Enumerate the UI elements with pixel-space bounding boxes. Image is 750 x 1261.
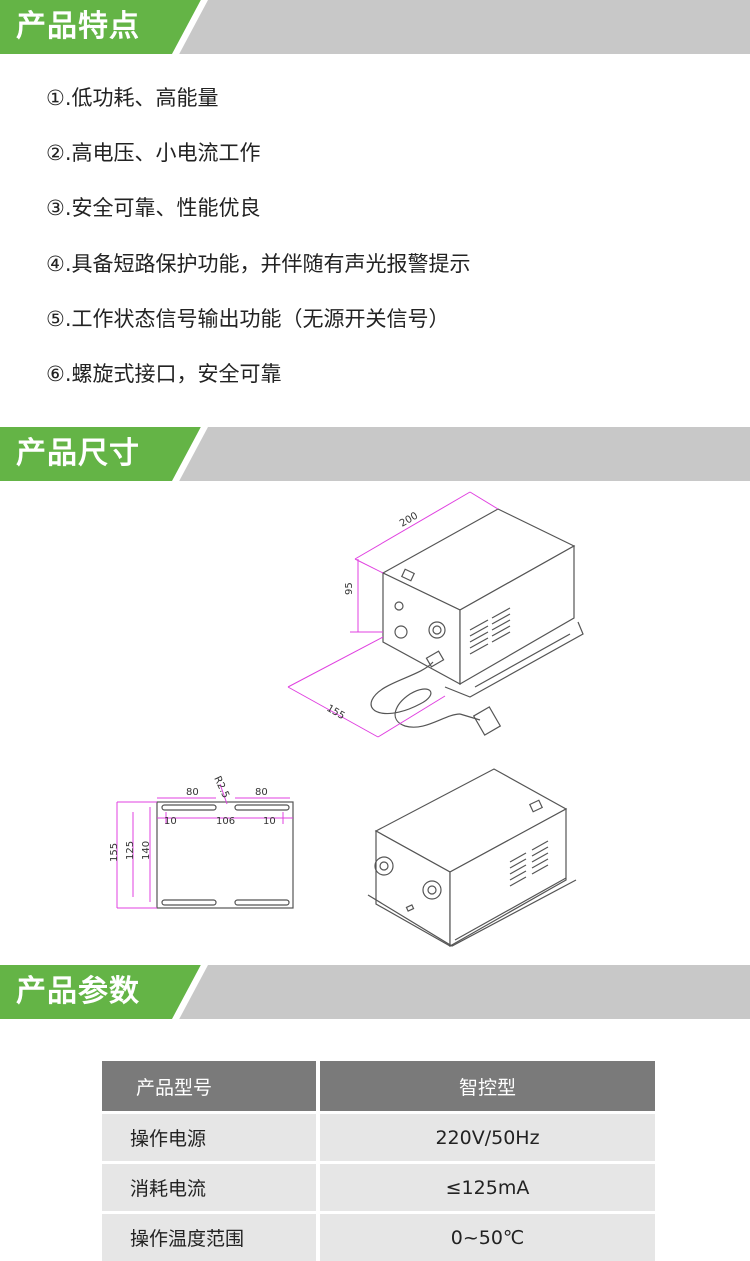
table-cell-label: 操作电源 bbox=[102, 1111, 320, 1161]
table-cell-value: ≤125mA bbox=[320, 1161, 655, 1211]
dim-width-label: 155 bbox=[325, 703, 347, 722]
dim-length-label: 200 bbox=[398, 511, 420, 530]
power-plug bbox=[472, 706, 502, 736]
feature-item-4: ④.具备短路保护功能，并伴随有声光报警提示 bbox=[46, 252, 471, 276]
base-plate-outline bbox=[156, 801, 294, 909]
section-header-dimensions: 产品尺寸 bbox=[0, 427, 750, 481]
dimension-drawing: 200 95 155 R2.5 80 80 10 106 10 155 125 … bbox=[109, 491, 584, 948]
feature-item-6: ⑥.螺旋式接口，安全可靠 bbox=[46, 362, 282, 386]
section-title-dimensions: 产品尺寸 bbox=[16, 436, 140, 471]
feature-item-3: ③.安全可靠、性能优良 bbox=[46, 196, 261, 220]
section-header-features: 产品特点 bbox=[0, 0, 750, 54]
power-switch bbox=[400, 568, 416, 582]
connector2-bottom bbox=[422, 880, 442, 900]
vent-slots-2 bbox=[509, 840, 549, 887]
vent-slots bbox=[469, 607, 511, 655]
box2-side-face bbox=[449, 807, 567, 948]
table-cell-label: 消耗电流 bbox=[102, 1161, 320, 1211]
feature-item-5: ⑤.工作状态信号输出功能（无源开关信号） bbox=[46, 307, 450, 331]
table-header-row: 产品型号 智控型 bbox=[102, 1061, 655, 1111]
dim-radius-label: R2.5 bbox=[211, 775, 231, 800]
params-table: 产品型号 智控型 操作电源 220V/50Hz 消耗电流 ≤125mA 操作温度… bbox=[102, 1061, 655, 1261]
table-row: 操作电源 220V/50Hz bbox=[102, 1111, 655, 1161]
dim-overall-depth-label: 155 bbox=[109, 843, 120, 862]
dim-center-gap-label: 106 bbox=[216, 816, 235, 827]
box-side-face bbox=[459, 544, 575, 686]
section-title-features: 产品特点 bbox=[16, 9, 140, 44]
table-header-cell: 智控型 bbox=[320, 1061, 655, 1111]
connector2-top bbox=[374, 856, 394, 876]
indicator-hole bbox=[394, 601, 404, 611]
power-switch-2 bbox=[528, 799, 544, 813]
table-header-cell: 产品型号 bbox=[102, 1061, 320, 1111]
dim-margin-left-label: 10 bbox=[164, 816, 177, 827]
connector-right bbox=[428, 621, 446, 639]
dim-slot-left-label: 80 bbox=[186, 787, 199, 798]
dim-height-label: 95 bbox=[344, 582, 355, 595]
feature-item-1: ①.低功耗、高能量 bbox=[46, 86, 219, 110]
section-title-params: 产品参数 bbox=[16, 974, 140, 1009]
dim-inner-depth-label: 125 bbox=[125, 841, 136, 860]
dim-slot-right-label: 80 bbox=[255, 787, 268, 798]
table-cell-label: 操作温度范围 bbox=[102, 1211, 320, 1261]
table-cell-value: 0~50℃ bbox=[320, 1211, 655, 1261]
power-cable bbox=[370, 661, 461, 728]
dim-margin-right-label: 10 bbox=[263, 816, 276, 827]
connector-left bbox=[394, 625, 408, 639]
table-row: 消耗电流 ≤125mA bbox=[102, 1161, 655, 1211]
dim-hole-depth-label: 140 bbox=[141, 841, 152, 860]
feature-item-2: ②.高电压、小电流工作 bbox=[46, 141, 261, 165]
section-header-params: 产品参数 bbox=[0, 965, 750, 1019]
table-row: 操作温度范围 0~50℃ bbox=[102, 1211, 655, 1261]
table-cell-value: 220V/50Hz bbox=[320, 1111, 655, 1161]
